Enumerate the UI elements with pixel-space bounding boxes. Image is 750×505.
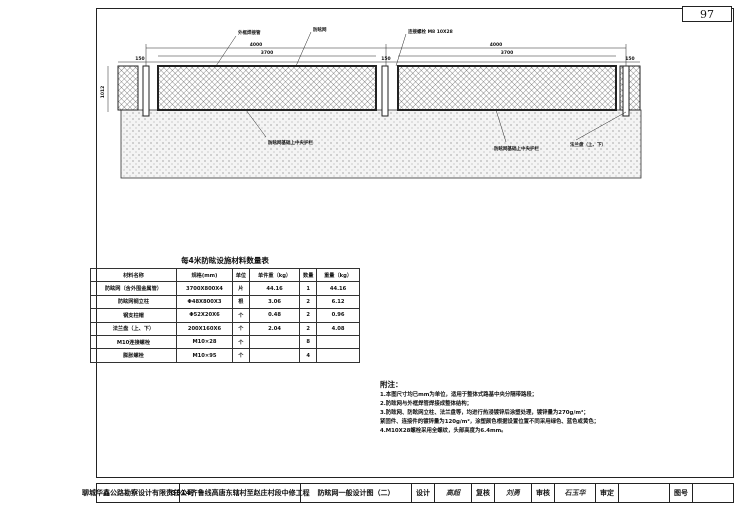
table-cell: 6.12 <box>316 294 360 310</box>
table-cell: 1 <box>299 281 318 296</box>
ground-base <box>120 109 642 179</box>
table-cell <box>248 334 301 350</box>
label-fence-post: 防眩网 <box>313 26 327 33</box>
table-cell: 防眩网钢立柱 <box>90 294 177 310</box>
table-cell: M10×28 <box>175 334 233 350</box>
table-cell: 3700X800X4 <box>175 281 233 296</box>
dim-span-panel-right: 3700 <box>501 50 514 56</box>
fence-panel-left <box>157 65 377 111</box>
table-cell: 防眩网（含外围金属管） <box>90 281 177 296</box>
fence-post-right <box>622 65 630 117</box>
material-table-caption: 每4米防眩设施材料数量表 <box>181 256 269 265</box>
design-label: 设计 <box>412 484 435 502</box>
sheet-number <box>693 484 733 502</box>
fence-panel-right <box>397 65 617 111</box>
material-table: 每4米防眩设施材料数量表 材料名称 规格(mm) 单位 单件重（kg） 数量 重… <box>90 255 360 363</box>
page-number: 97 <box>682 6 732 22</box>
table-cell: Φ52X20X6 <box>175 308 233 323</box>
header-weight: 重量（kg） <box>316 267 360 283</box>
dim-post-left: 150 <box>135 56 144 62</box>
dim-span-total-right: 4000 <box>490 42 503 48</box>
table-cell: 4 <box>299 348 318 363</box>
left-end-block <box>117 65 139 111</box>
header-unit: 单位 <box>231 267 250 283</box>
fence-post-mid <box>381 65 389 117</box>
notes: 附注： 1.本图尺寸均已mm为单位，适用于整体式路基中央分隔带路段； 2.防眩网… <box>380 380 700 436</box>
label-ground-left: 防眩网基础上中央护栏 <box>268 139 313 146</box>
table-cell <box>316 348 360 363</box>
note-item: 紧固件、连接件的镀锌量为120g/m²，涂塑颜色根据设置位置不同采用绿色、蓝色或… <box>380 419 600 425</box>
check-signature: 刘勇 <box>495 484 532 502</box>
table-cell: M10连接螺栓 <box>90 334 177 350</box>
dim-post-right: 150 <box>625 56 634 62</box>
fence-post-left <box>142 65 150 117</box>
table-cell: 个 <box>231 321 250 336</box>
note-item: 4.M10X28螺栓采用全螺纹，头部高度为6.4mm。 <box>380 428 507 434</box>
table-cell: 0.96 <box>316 308 360 323</box>
title-block: 聊城华鑫公路勘察设计有限责任公司 G514齐鲁线高唐东辖村至赵庄村段中修工程 防… <box>82 483 734 503</box>
fence-elevation-drawing: 4000 4000 3700 3700 150 150 150 1012 外框焊… <box>100 26 642 179</box>
note-item: 1.本图尺寸均已mm为单位，适用于整体式路基中央分隔带路段； <box>380 392 538 398</box>
table-cell: 4.08 <box>316 321 360 336</box>
table-cell: 2.04 <box>248 321 301 336</box>
notes-title: 附注： <box>380 380 403 389</box>
table-cell: 片 <box>231 281 250 296</box>
approve-label: 审定 <box>596 484 619 502</box>
table-cell <box>248 348 301 363</box>
dimension-lines <box>107 31 640 143</box>
review-signature: 石玉华 <box>555 484 596 502</box>
project-name: G514齐鲁线高唐东辖村至赵庄村段中修工程 <box>170 484 310 502</box>
label-ground-right: 防眩网基础上中央护栏 <box>494 145 539 152</box>
table-cell: 44.16 <box>248 281 301 296</box>
review-label: 审核 <box>532 484 555 502</box>
header-name: 材料名称 <box>90 267 177 283</box>
table-cell: 200X160X6 <box>175 321 233 336</box>
approve-signature <box>619 484 670 502</box>
dim-span-total: 4000 <box>250 42 263 48</box>
table-cell <box>316 334 360 350</box>
label-mesh-fence: 外框焊接管 <box>238 29 261 36</box>
label-bolt: 连接螺栓 M8 10X28 <box>408 28 453 35</box>
table-cell: 钢支柱帽 <box>90 308 177 323</box>
header-qty: 数量 <box>299 267 318 283</box>
design-signature: 高超 <box>435 484 472 502</box>
table-cell: 2 <box>299 294 318 310</box>
table-cell: 个 <box>231 348 250 363</box>
table-header-row: 材料名称 规格(mm) 单位 单件重（kg） 数量 重量（kg） <box>90 267 360 283</box>
company-name: 聊城华鑫公路勘察设计有限责任公司 <box>82 484 194 502</box>
drawing-frame <box>96 8 734 478</box>
table-cell: 膨胀螺栓 <box>90 348 177 363</box>
dim-span-panel: 3700 <box>261 50 274 56</box>
table-cell: 2 <box>299 321 318 336</box>
table-cell: 0.48 <box>248 308 301 323</box>
table-cell: M10×95 <box>175 348 233 363</box>
note-item: 2.防眩网与外框焊管焊接成整体结构； <box>380 401 473 407</box>
table-cell: 根 <box>231 294 250 310</box>
sheet-label: 图号 <box>670 484 693 502</box>
table-cell: 8 <box>299 334 318 350</box>
header-spec: 规格(mm) <box>175 267 233 283</box>
drawing-title: 防眩网一般设计图（二） <box>301 484 412 502</box>
table-cell: 44.16 <box>316 281 360 296</box>
table-cell: 个 <box>231 334 250 350</box>
table-cell: Φ48X800X3 <box>175 294 233 310</box>
header-unit-weight: 单件重（kg） <box>248 267 301 283</box>
table-cell: 法兰盘（上、下） <box>90 321 177 336</box>
table-cell: 2 <box>299 308 318 323</box>
check-label: 复核 <box>472 484 495 502</box>
table-cell: 个 <box>231 308 250 323</box>
table-cell: 3.06 <box>248 294 301 310</box>
label-anchor: 法兰盘（上、下） <box>570 141 606 148</box>
dim-post-mid: 150 <box>381 56 390 62</box>
note-item: 3.防眩网、防眩网立柱、法兰盘等，均进行热浸镀锌后涂塑处理，镀锌量为270g/m… <box>380 410 589 416</box>
dim-height: 1012 <box>100 86 106 99</box>
